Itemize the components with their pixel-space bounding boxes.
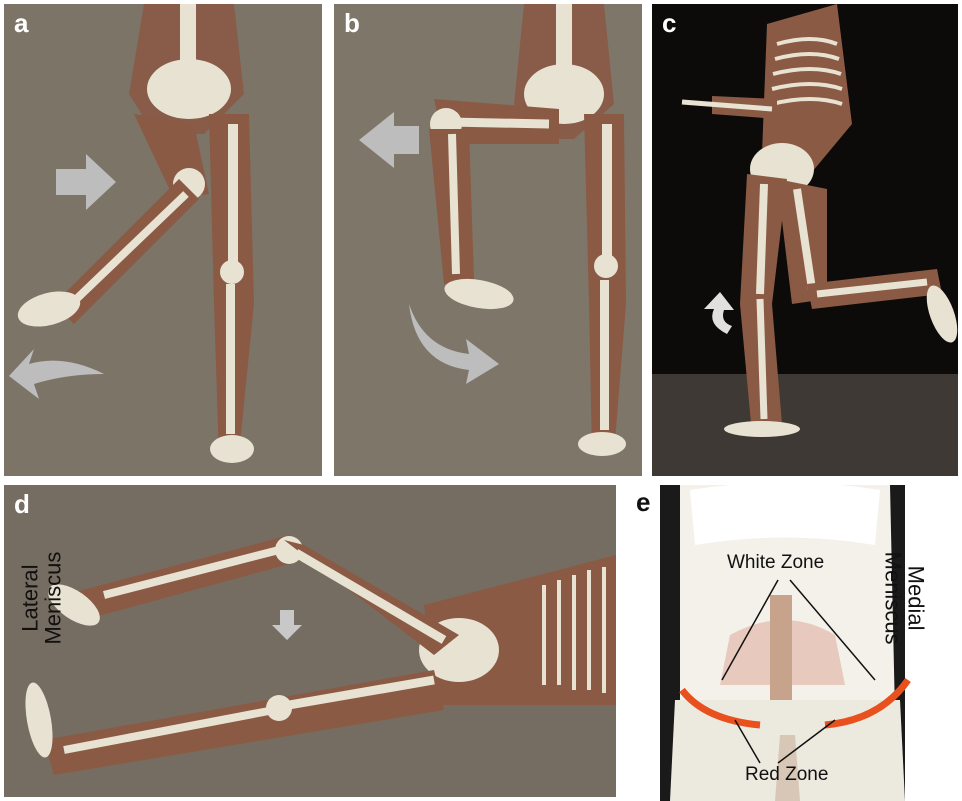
white-zone-label: White Zone — [727, 552, 824, 574]
panel-b-knee-flexion-illustration: b — [334, 4, 642, 476]
medial-label-line1: Medial — [904, 552, 927, 645]
red-zone-label: Red Zone — [745, 764, 828, 786]
medial-meniscus-label: Medial Meniscus — [881, 552, 927, 645]
leg-figure-b — [334, 4, 642, 476]
panel-a-knee-flexion-illustration: a — [4, 4, 322, 476]
running-figure-c — [652, 4, 958, 476]
lateral-label-line2: Meniscus — [41, 552, 64, 645]
panel-label-c: c — [662, 10, 676, 36]
lying-figure-d — [4, 485, 616, 797]
panel-c-running-figure-illustration: c — [652, 4, 958, 476]
lateral-label-line1: Lateral — [18, 552, 41, 645]
panel-label-a: a — [14, 10, 28, 36]
panel-label-d: d — [14, 491, 30, 517]
medial-label-line2: Meniscus — [881, 552, 904, 645]
panel-label-e: e — [636, 489, 650, 515]
panel-d-lying-figure-illustration: d — [4, 485, 616, 797]
panel-label-b: b — [344, 10, 360, 36]
leg-figure-a — [4, 4, 322, 476]
lateral-meniscus-label: Lateral Meniscus — [18, 552, 64, 645]
